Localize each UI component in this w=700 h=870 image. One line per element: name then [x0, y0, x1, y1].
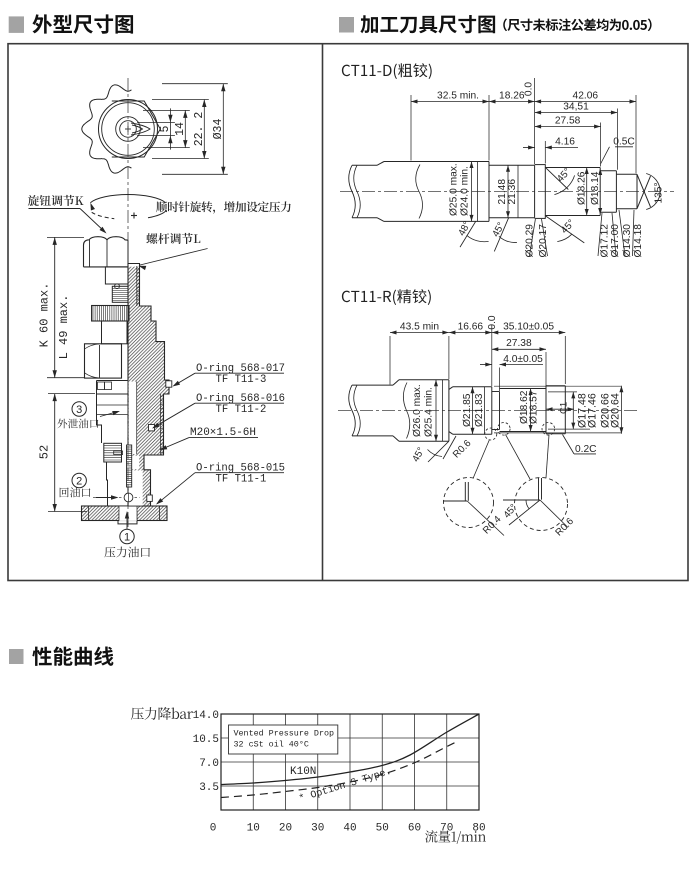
svg-text:27.38: 27.38 [506, 338, 532, 349]
svg-text:TF T11-1: TF T11-1 [216, 473, 267, 485]
svg-text:10: 10 [247, 823, 260, 835]
svg-text:14.0: 14.0 [193, 710, 219, 722]
svg-text:Ø20.17: Ø20.17 [538, 224, 549, 258]
svg-text:Ø21.83: Ø21.83 [474, 393, 485, 427]
svg-text:Ø20.29: Ø20.29 [525, 224, 536, 258]
svg-text:20: 20 [279, 823, 292, 835]
svg-text:50: 50 [376, 823, 389, 835]
svg-text:3: 3 [76, 404, 82, 416]
svg-text:Ø24.0 min.: Ø24.0 min. [460, 166, 471, 216]
svg-text:52: 52 [38, 445, 52, 459]
svg-text:Ø18.14: Ø18.14 [590, 171, 601, 205]
svg-text:34,51: 34,51 [563, 101, 589, 112]
svg-text:M20×1.5-6H: M20×1.5-6H [190, 427, 256, 439]
svg-text:Ø20.66: Ø20.66 [599, 393, 611, 428]
svg-text:TF T11-2: TF T11-2 [216, 404, 267, 416]
svg-text:TF T11-3: TF T11-3 [216, 374, 267, 386]
svg-text:35.10±0.05: 35.10±0.05 [503, 321, 554, 332]
svg-text:42.06: 42.06 [573, 90, 599, 101]
svg-text:Ø17.46: Ø17.46 [587, 393, 599, 428]
svg-text:30: 30 [311, 823, 324, 835]
svg-text:K 60 max.: K 60 max. [38, 283, 52, 348]
svg-text:80: 80 [472, 823, 485, 835]
svg-text:Ø34: Ø34 [212, 119, 225, 140]
svg-text:Ø17.48: Ø17.48 [577, 393, 589, 428]
svg-text:21.48: 21.48 [497, 179, 508, 205]
svg-text:0: 0 [210, 823, 217, 835]
svg-text:Ø14.30: Ø14.30 [622, 224, 633, 258]
svg-text:4.16: 4.16 [555, 136, 575, 147]
svg-text:14: 14 [174, 122, 187, 136]
svg-text:Ø25.4 min.: Ø25.4 min. [424, 387, 435, 437]
svg-text:Ø18.26: Ø18.26 [577, 171, 588, 205]
svg-text:Ø18.57: Ø18.57 [528, 390, 539, 424]
svg-text:Ø14.18: Ø14.18 [633, 224, 644, 258]
svg-text:21.36: 21.36 [507, 179, 518, 205]
svg-text:27.58: 27.58 [555, 115, 581, 126]
svg-text:16.66: 16.66 [458, 321, 484, 332]
svg-text:135°: 135° [654, 182, 665, 203]
svg-text:2: 2 [76, 475, 82, 487]
svg-text:10.5: 10.5 [193, 734, 219, 746]
svg-text:1: 1 [124, 531, 130, 543]
svg-text:40: 40 [343, 823, 356, 835]
svg-text:0.0: 0.0 [523, 82, 534, 96]
svg-text:7.0: 7.0 [199, 758, 219, 770]
svg-text:70: 70 [440, 823, 453, 835]
svg-text:Vented Pressure Drop: Vented Pressure Drop [234, 729, 335, 739]
svg-text:Ø26.0 max.: Ø26.0 max. [412, 384, 423, 437]
svg-text:Ø17.00: Ø17.00 [610, 224, 621, 258]
svg-text:O-ring 568-017: O-ring 568-017 [196, 363, 285, 375]
svg-text:Ø18.62: Ø18.62 [519, 390, 530, 424]
svg-text:Ø17.12: Ø17.12 [600, 224, 611, 258]
svg-text:60: 60 [408, 823, 421, 835]
svg-text:0.2C: 0.2C [575, 444, 597, 455]
svg-text:43.5 min: 43.5 min [400, 321, 439, 332]
svg-text:32.5 min.: 32.5 min. [437, 90, 479, 101]
svg-text:5: 5 [159, 125, 172, 132]
svg-text:L 49 max.: L 49 max. [57, 295, 71, 360]
svg-text:0.0: 0.0 [487, 315, 498, 329]
svg-text:K10N: K10N [290, 766, 316, 778]
svg-text:Ø21.85: Ø21.85 [462, 393, 473, 427]
svg-text:Ø20.64: Ø20.64 [610, 393, 622, 428]
svg-text:0.5C: 0.5C [613, 136, 635, 147]
svg-text:3.5: 3.5 [199, 782, 219, 794]
svg-text:22. 2: 22. 2 [193, 112, 206, 147]
svg-text:32 cSt oil 40°C: 32 cSt oil 40°C [234, 740, 309, 750]
svg-text:O-ring 568-016: O-ring 568-016 [196, 393, 285, 405]
svg-text:4.0±0.05: 4.0±0.05 [503, 354, 543, 365]
svg-text:C1: C1 [559, 402, 570, 414]
svg-text:Ø25.0 max.: Ø25.0 max. [449, 163, 460, 216]
svg-text:18.26: 18.26 [499, 90, 525, 101]
svg-text:O-ring 568-015: O-ring 568-015 [196, 463, 285, 475]
